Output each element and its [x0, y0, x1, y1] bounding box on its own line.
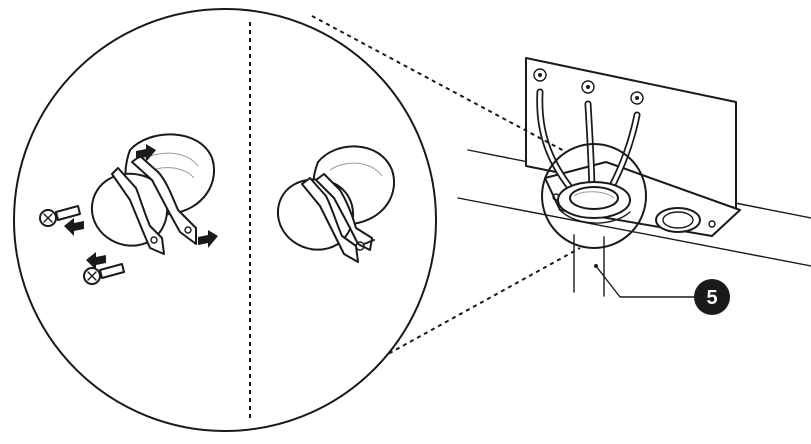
arrow-right-upper-icon	[136, 144, 156, 162]
callout-leader-line	[594, 264, 695, 298]
clamp-assembled	[276, 145, 395, 263]
terminal-ring-middle	[581, 80, 595, 94]
detail-zoom-circle	[13, 8, 437, 432]
terminal-ring-right	[630, 91, 644, 105]
arrow-left-lower-icon	[86, 252, 106, 270]
arrow-right-lower-icon	[198, 230, 218, 248]
terminal-ring-left	[533, 68, 547, 82]
screw-lower	[83, 263, 125, 285]
screw-upper	[39, 205, 81, 227]
callout-badge-5: 5	[694, 279, 730, 315]
cable-clamp-zoom-circle	[541, 143, 647, 249]
arrow-left-upper-icon	[64, 218, 84, 236]
direction-arrows	[64, 144, 218, 270]
callout-number: 5	[706, 287, 717, 309]
